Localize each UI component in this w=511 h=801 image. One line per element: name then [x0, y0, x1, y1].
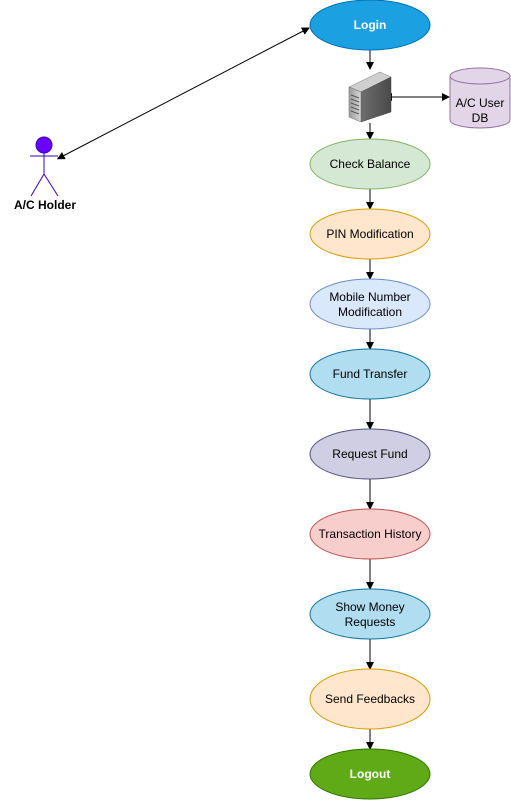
database-label-line1: A/C User [456, 96, 505, 110]
actor-ac-holder[interactable]: A/C Holder [14, 136, 76, 212]
request-fund-label: Request Fund [332, 447, 407, 461]
node-fund-transfer[interactable]: Fund Transfer [309, 348, 431, 400]
edge-actor-login [56, 27, 310, 160]
node-check-balance[interactable]: Check Balance [309, 138, 431, 190]
mobile-number-label-line1: Mobile Number [329, 290, 410, 304]
send-feedbacks-label: Send Feedbacks [325, 692, 415, 706]
show-money-requests-label-line2: Requests [345, 615, 396, 629]
server-icon [348, 71, 392, 123]
actor-head [35, 136, 53, 154]
database-ac-user-db[interactable]: A/C User DB [449, 67, 511, 129]
show-money-requests-label-line1: Show Money [335, 600, 404, 614]
logout-label: Logout [350, 767, 391, 781]
database-label-line2: DB [472, 111, 489, 125]
node-show-money-requests[interactable]: Show Money Requests [309, 588, 431, 640]
node-pin-modification[interactable]: PIN Modification [309, 208, 431, 260]
node-send-feedbacks[interactable]: Send Feedbacks [309, 668, 431, 730]
node-logout[interactable]: Logout [309, 748, 431, 800]
edges [56, 27, 450, 750]
actor-label: A/C Holder [14, 198, 76, 212]
login-label: Login [354, 18, 387, 32]
pin-modification-label: PIN Modification [326, 227, 413, 241]
node-login[interactable]: Login [309, 0, 431, 51]
transaction-history-label: Transaction History [319, 527, 422, 541]
mobile-number-label-line2: Modification [338, 305, 402, 319]
node-transaction-history[interactable]: Transaction History [309, 508, 431, 560]
check-balance-label: Check Balance [330, 157, 411, 171]
node-request-fund[interactable]: Request Fund [309, 428, 431, 480]
node-mobile-number-modification[interactable]: Mobile Number Modification [309, 278, 431, 330]
fund-transfer-label: Fund Transfer [333, 367, 408, 381]
actor-body [30, 153, 59, 197]
